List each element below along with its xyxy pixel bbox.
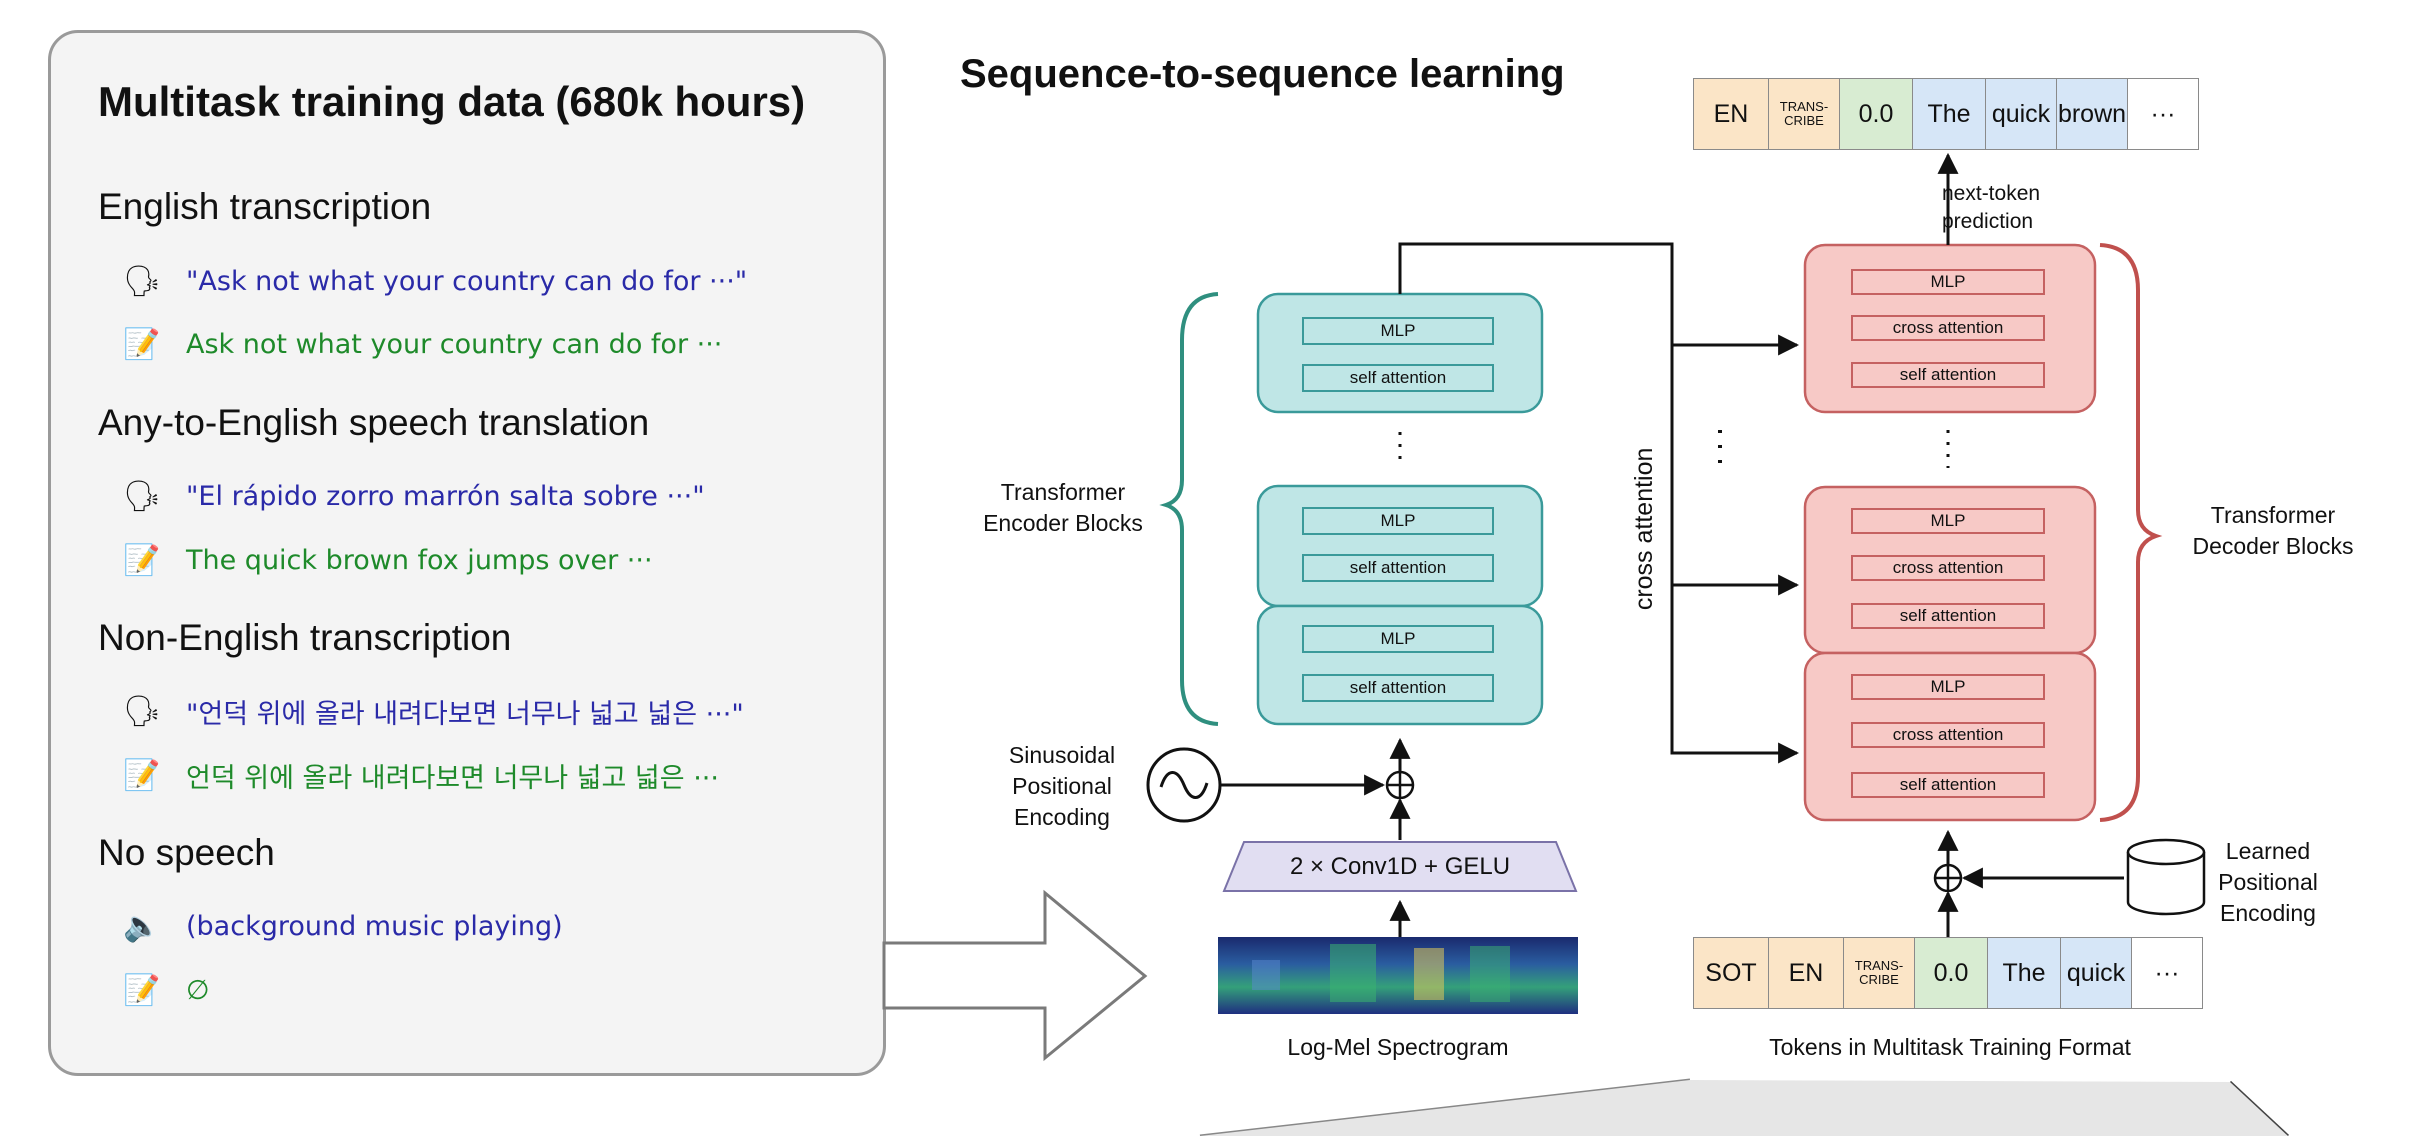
audio-example-text: (background music playing) — [186, 910, 563, 942]
speaking-head-icon: 🗣 — [122, 263, 162, 299]
audio-example-text: "Ask not what your country can do for ··… — [186, 265, 748, 297]
transcript-text: ∅ — [186, 974, 210, 1006]
conv-label: 2 × Conv1D + GELU — [1289, 853, 1511, 880]
decoder-bracket — [2099, 243, 2163, 822]
transcript-text: The quick brown fox jumps over ··· — [186, 544, 653, 576]
encoder-block-mid — [1256, 484, 1544, 608]
list-item-audio: 🔈 (background music playing) — [120, 901, 563, 951]
section-heading-no-speech: No speech — [98, 832, 275, 873]
section-heading-speech-translation: Any-to-English speech translation — [98, 402, 650, 443]
token: 0.0 — [1839, 78, 1913, 150]
decoder-block-bottom — [1803, 651, 2097, 822]
sinusoidal-encoding-label: Sinusoidal Positional Encoding — [1008, 742, 1116, 831]
decoder-mlp-label: MLP — [1930, 677, 1966, 696]
cross-attention-vertical-label: cross attention — [1630, 447, 1659, 611]
encoder-mlp-label: MLP — [1380, 321, 1416, 340]
encoder-block-top — [1256, 292, 1544, 414]
list-item-transcript: 📝 Ask not what your country can do for ·… — [120, 319, 722, 369]
decoder-self-attention-label: self attention — [1899, 606, 1997, 625]
section-heading-non-english-transcription: Non-English transcription — [98, 617, 512, 658]
encoder-mlp-label: MLP — [1380, 511, 1416, 530]
section-heading-english-transcription: English transcription — [98, 186, 432, 227]
tokens-caption: Tokens in Multitask Training Format — [1769, 1034, 2131, 1060]
database-icon — [2126, 838, 2206, 916]
decoder-mlp-label: MLP — [1930, 272, 1966, 291]
learned-encoding-label: Learned Positional Encoding — [2218, 838, 2318, 927]
token: EN — [1768, 937, 1844, 1009]
decoder-cross-attention-label: cross attention — [1892, 725, 2004, 744]
list-item-audio: 🗣 "El rápido zorro marrón salta sobre ··… — [120, 471, 705, 521]
token: TRANS- CRIBE — [1768, 78, 1840, 150]
decoder-cross-attention-label: cross attention — [1892, 558, 2004, 577]
flow-arrow — [882, 889, 1148, 1062]
training-data-panel — [48, 30, 886, 1076]
decoder-cross-attention-label: cross attention — [1892, 318, 2004, 337]
audio-example-text: "El rápido zorro marrón salta sobre ···" — [186, 480, 705, 512]
diagram-title: Sequence-to-sequence learning — [960, 52, 1565, 96]
token: 0.0 — [1914, 937, 1988, 1009]
token: EN — [1693, 78, 1769, 150]
memo-icon: 📝 — [123, 972, 161, 1008]
token: TRANS- CRIBE — [1843, 937, 1915, 1009]
list-item-transcript: 📝 언덕 위에 올라 내려다보면 너무나 넓고 넓은 ··· — [120, 750, 719, 800]
memo-icon: 📝 — [123, 542, 161, 578]
sinusoid-icon — [1146, 747, 1222, 823]
token: The — [1987, 937, 2061, 1009]
next-token-prediction-label: next-token prediction — [1942, 182, 2041, 234]
speaking-head-icon: 🗣 — [122, 693, 162, 729]
list-item-transcript: 📝 The quick brown fox jumps over ··· — [120, 535, 653, 585]
encoder-mlp-label: MLP — [1380, 629, 1416, 648]
token: ··· — [2131, 937, 2203, 1009]
token: SOT — [1693, 937, 1769, 1009]
decoder-mlp-label: MLP — [1930, 511, 1966, 530]
spectrogram-label: Log-Mel Spectrogram — [1287, 1034, 1509, 1060]
token: ··· — [2127, 78, 2199, 150]
audio-example-text: "언덕 위에 올라 내려다보면 너무나 넓고 넓은 ···" — [186, 698, 744, 730]
list-item-transcript: 📝 ∅ — [120, 965, 210, 1015]
encoder-self-attention-label: self attention — [1349, 368, 1447, 387]
token: quick — [1985, 78, 2057, 150]
decoder-blocks-label: Transformer Decoder Blocks — [2192, 502, 2354, 560]
encoder-bracket — [1159, 292, 1219, 726]
conv-block — [1222, 841, 1578, 892]
decoder-block-top — [1803, 243, 2097, 414]
list-item-audio: 🗣 "Ask not what your country can do for … — [120, 256, 747, 306]
list-item-audio: 🗣 "언덕 위에 올라 내려다보면 너무나 넓고 넓은 ···" — [120, 686, 744, 736]
speaker-icon: 🔈 — [123, 908, 161, 944]
decoder-self-attention-label: self attention — [1899, 775, 1997, 794]
speaking-head-icon: 🗣 — [122, 478, 162, 514]
memo-icon: 📝 — [123, 757, 161, 793]
encoder-self-attention-label: self attention — [1349, 678, 1447, 697]
encoder-block-bottom — [1256, 604, 1544, 726]
transcript-text: 언덕 위에 올라 내려다보면 너무나 넓고 넓은 ··· — [186, 762, 719, 794]
perspective-plane — [1200, 1080, 2288, 1136]
decoder-self-attention-label: self attention — [1899, 365, 1997, 384]
encoder-blocks-label: Transformer Encoder Blocks — [983, 479, 1143, 537]
token: quick — [2060, 937, 2132, 1009]
decoder-block-mid — [1803, 485, 2097, 655]
panel-title: Multitask training data (680k hours) — [98, 78, 806, 125]
memo-icon: 📝 — [123, 326, 161, 362]
token: brown — [2056, 78, 2128, 150]
spectrogram-image — [1218, 937, 1578, 1014]
token: The — [1912, 78, 1986, 150]
encoder-self-attention-label: self attention — [1349, 558, 1447, 577]
transcript-text: Ask not what your country can do for ··· — [186, 328, 723, 360]
